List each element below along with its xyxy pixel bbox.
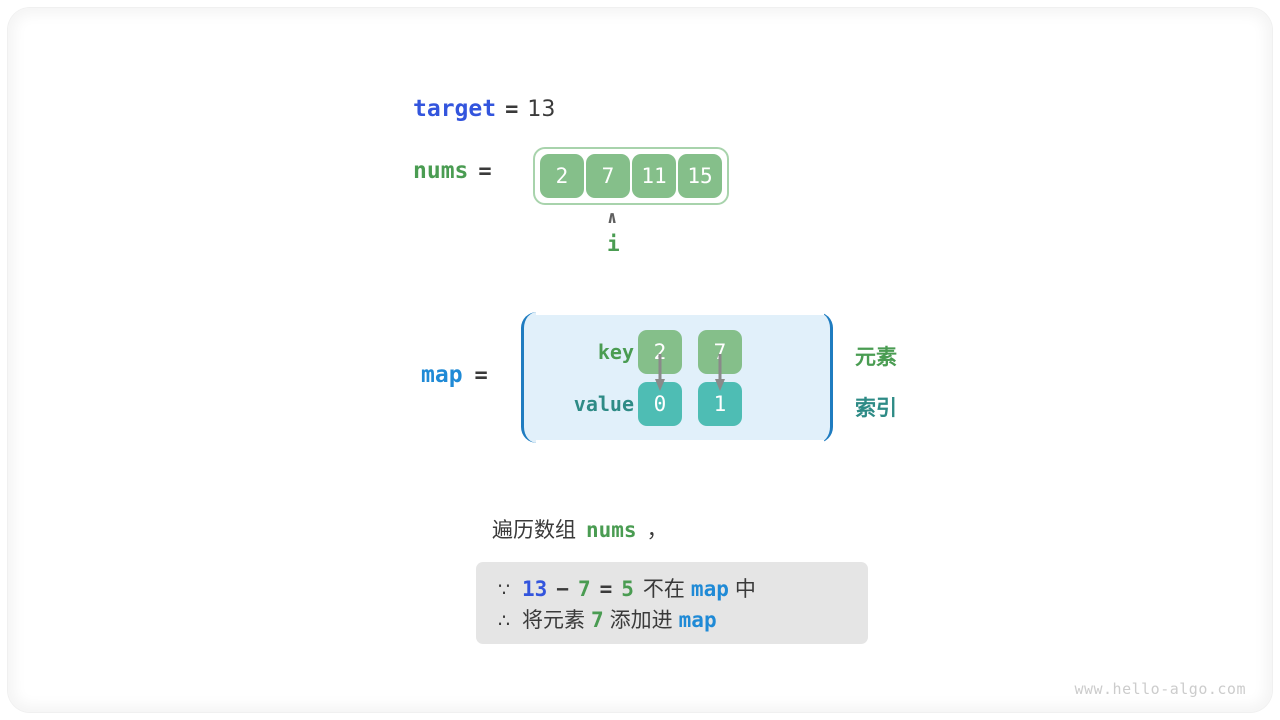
target-assignment: target = 13 [413, 93, 555, 125]
premise-target-number: 13 [522, 577, 548, 601]
premise-map-code: map [690, 577, 729, 601]
map-equals-sign: = [474, 362, 488, 388]
result-text-middle: 添加进 [609, 608, 673, 632]
therefore-symbol-icon: ∴ [498, 610, 511, 632]
map-panel-inner: key value 2 7 0 1 [524, 312, 830, 443]
map-key-row-label: key [597, 340, 634, 364]
array-cell: 2 [540, 154, 584, 198]
result-text-start: 将元素 [522, 608, 585, 632]
target-variable-label: target [413, 96, 497, 122]
map-index-side-label: 索引 [855, 396, 897, 420]
map-key-cell: 2 [638, 330, 682, 374]
nums-array: 2 7 11 15 [533, 147, 729, 205]
nums-equals-sign: = [478, 158, 492, 184]
array-cell: 11 [632, 154, 676, 198]
array-cell: 7 [586, 154, 630, 198]
nums-variable-label: nums [413, 158, 469, 184]
map-panel: key value 2 7 0 1 [521, 310, 833, 445]
pointer-caret-icon: ∧ [607, 208, 618, 228]
key-to-value-arrow-icon [655, 354, 665, 391]
premise-text-middle: 不在 [642, 577, 685, 601]
conclusion-line-premise: ∵ 13 − 7 = 5 不在 map 中 [498, 573, 846, 604]
key-to-value-arrow-icon [715, 354, 725, 391]
because-symbol-icon: ∵ [498, 579, 511, 601]
premise-equals-operator: = [599, 577, 613, 601]
result-element-number: 7 [591, 608, 604, 632]
map-element-side-label: 元素 [855, 345, 897, 369]
caption-suffix: ， [646, 518, 668, 542]
map-variable-label: map [421, 362, 463, 388]
conclusion-box: ∵ 13 − 7 = 5 不在 map 中 ∴ 将元素 7 添加进 map [476, 562, 868, 644]
target-equals-sign: = [505, 96, 519, 122]
caption-code: nums [586, 518, 637, 542]
caption-prefix: 遍历数组 [492, 518, 576, 542]
nums-assignment: nums = [413, 158, 492, 184]
result-map-code: map [678, 608, 717, 632]
map-value-row-label: value [573, 392, 634, 416]
pointer-index-label: i [607, 232, 620, 256]
premise-minus-operator: − [556, 577, 569, 601]
map-assignment: map = [421, 362, 488, 388]
premise-text-end: 中 [734, 577, 756, 601]
watermark: www.hello-algo.com [1074, 680, 1246, 698]
premise-current-number: 7 [577, 577, 591, 601]
target-value: 13 [527, 96, 556, 122]
caption: 遍历数组 nums ， [492, 514, 668, 544]
premise-result-number: 5 [621, 577, 634, 601]
array-cell: 15 [678, 154, 722, 198]
conclusion-line-result: ∴ 将元素 7 添加进 map [498, 604, 846, 635]
